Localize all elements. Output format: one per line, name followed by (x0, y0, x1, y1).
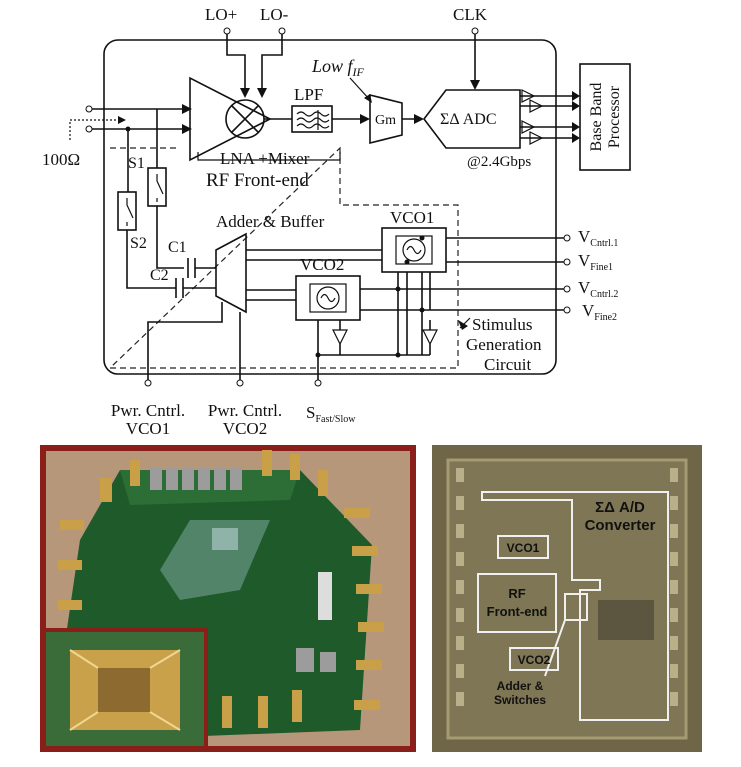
v-fine2-label: VFine2 (582, 301, 617, 323)
stimulus-label-line3: Circuit (484, 355, 531, 374)
stimulus-label-line1: Stimulus (472, 315, 532, 334)
die-adc-label-line2: Converter (585, 517, 656, 534)
s2-label: S2 (130, 235, 147, 252)
c1-label: C1 (168, 239, 187, 256)
pwr-vco1-label-line2: VCO1 (126, 419, 170, 438)
adc-label: ΣΔ ADC (440, 111, 497, 128)
vco2-label: VCO2 (300, 255, 344, 274)
stimulus-label-line2: Generation (466, 335, 542, 354)
lna-triangle (190, 78, 270, 160)
pcb-board-photo (40, 445, 416, 752)
s-fast-slow-label: SFast/Slow (306, 403, 356, 425)
vco1-label: VCO1 (390, 208, 434, 227)
v-fine1-label: VFine1 (578, 251, 613, 273)
die-vco2-label: VCO2 (518, 653, 551, 667)
adder-buffer-block (216, 234, 246, 312)
c2-label: C2 (150, 267, 169, 284)
baseband-label-line1: Base Band (588, 83, 605, 152)
impedance-label: 100Ω (42, 150, 80, 169)
pwr-vco2-label-line1: Pwr. Cntrl. (208, 401, 282, 420)
baseband-label-line2: Processor (606, 85, 623, 148)
lo-plus-pin (224, 28, 230, 34)
die-adc-label-line1: ΣΔ A/D (595, 499, 645, 516)
lo-minus-pin (279, 28, 285, 34)
rf-frontend-label: RF Front-end (206, 170, 309, 191)
gm-label: Gm (375, 113, 396, 128)
die-adder-label-line2: Switches (494, 693, 546, 707)
die-rf-label-line1: RF (508, 586, 525, 601)
clk-label: CLK (453, 5, 488, 24)
v-cntrl1-label: VCntrl.1 (578, 227, 618, 249)
low-fif-label: Low fIF (311, 56, 365, 79)
adc-rate-label: @2.4Gbps (467, 154, 531, 170)
lo-plus-label: LO+ (205, 5, 237, 24)
die-photo: ΣΔ A/D Converter VCO1 RF Front-end VCO2 … (432, 445, 702, 752)
lpf-label: LPF (294, 85, 323, 104)
die-vco1-label: VCO1 (507, 541, 540, 555)
die-rf-label-line2: Front-end (487, 604, 548, 619)
die-adder-label-line1: Adder & (497, 679, 544, 693)
pwr-vco2-label-line2: VCO2 (223, 419, 267, 438)
pwr-vco1-label-line1: Pwr. Cntrl. (111, 401, 185, 420)
lna-mixer-label: LNA +Mixer (220, 149, 310, 168)
clk-pin (472, 28, 478, 34)
v-cntrl2-label: VCntrl.2 (578, 278, 618, 300)
s1-label: S1 (128, 155, 145, 172)
lo-minus-label: LO- (260, 5, 289, 24)
adder-buffer-label: Adder & Buffer (216, 212, 325, 231)
adc-output-buffers (520, 90, 580, 144)
